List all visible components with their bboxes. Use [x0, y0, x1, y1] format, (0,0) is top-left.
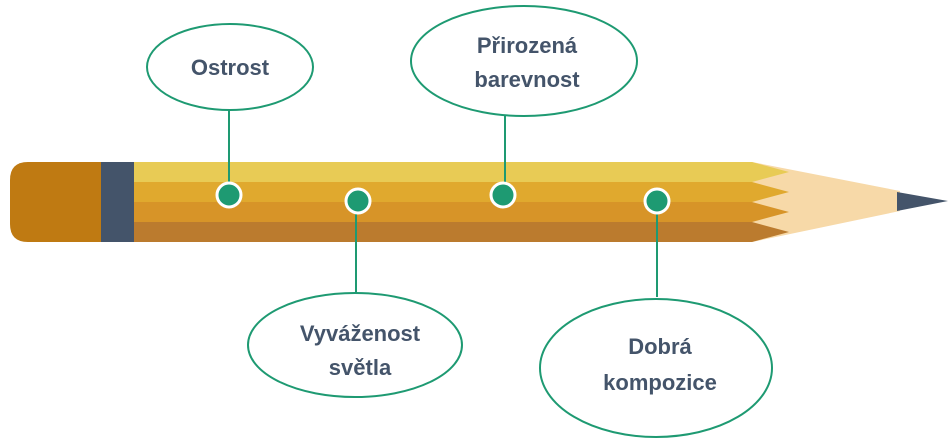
pencil-stripe-2: [134, 182, 789, 202]
label-prirozena-barevnost-line2: barevnost: [474, 67, 580, 92]
pencil: [10, 162, 948, 242]
dot-dobra-kompozice: [643, 187, 671, 215]
label-prirozena-barevnost-line1: Přirozená: [477, 33, 578, 58]
label-vyvazenost-svetla: Vyváženost světla: [247, 292, 463, 398]
label-ostrost-text: Ostrost: [191, 55, 270, 80]
label-dobra-kompozice-line2: kompozice: [603, 370, 717, 395]
bubble-dobra-kompozice: [539, 298, 773, 438]
label-vyvazenost-svetla-line2: světla: [329, 355, 392, 380]
connectors: [228, 110, 658, 297]
bubble-prirozena-barevnost: [410, 5, 638, 117]
bubble-vyvazenost-svetla: [247, 292, 463, 398]
pencil-stripe-top: [134, 162, 789, 182]
pencil-wood-tip: [752, 162, 900, 242]
pencil-lead: [897, 192, 948, 211]
label-vyvazenost-svetla-line1: Vyváženost: [300, 321, 421, 346]
label-dobra-kompozice-line1: Dobrá: [628, 334, 692, 359]
dot-prirozena-barevnost: [489, 181, 517, 209]
label-prirozena-barevnost: Přirozená barevnost: [410, 5, 638, 117]
dot-vyvazenost-svetla: [344, 187, 372, 215]
markers: [215, 181, 671, 215]
label-ostrost: Ostrost: [146, 23, 314, 111]
pencil-eraser: [10, 162, 104, 242]
pencil-stripe-3: [134, 202, 789, 222]
bubble-ostrost: [146, 23, 314, 111]
dot-ostrost: [215, 181, 243, 209]
label-dobra-kompozice: Dobrá kompozice: [539, 298, 773, 438]
pencil-stripe-bottom: [134, 222, 789, 242]
pencil-ferrule: [101, 162, 134, 242]
